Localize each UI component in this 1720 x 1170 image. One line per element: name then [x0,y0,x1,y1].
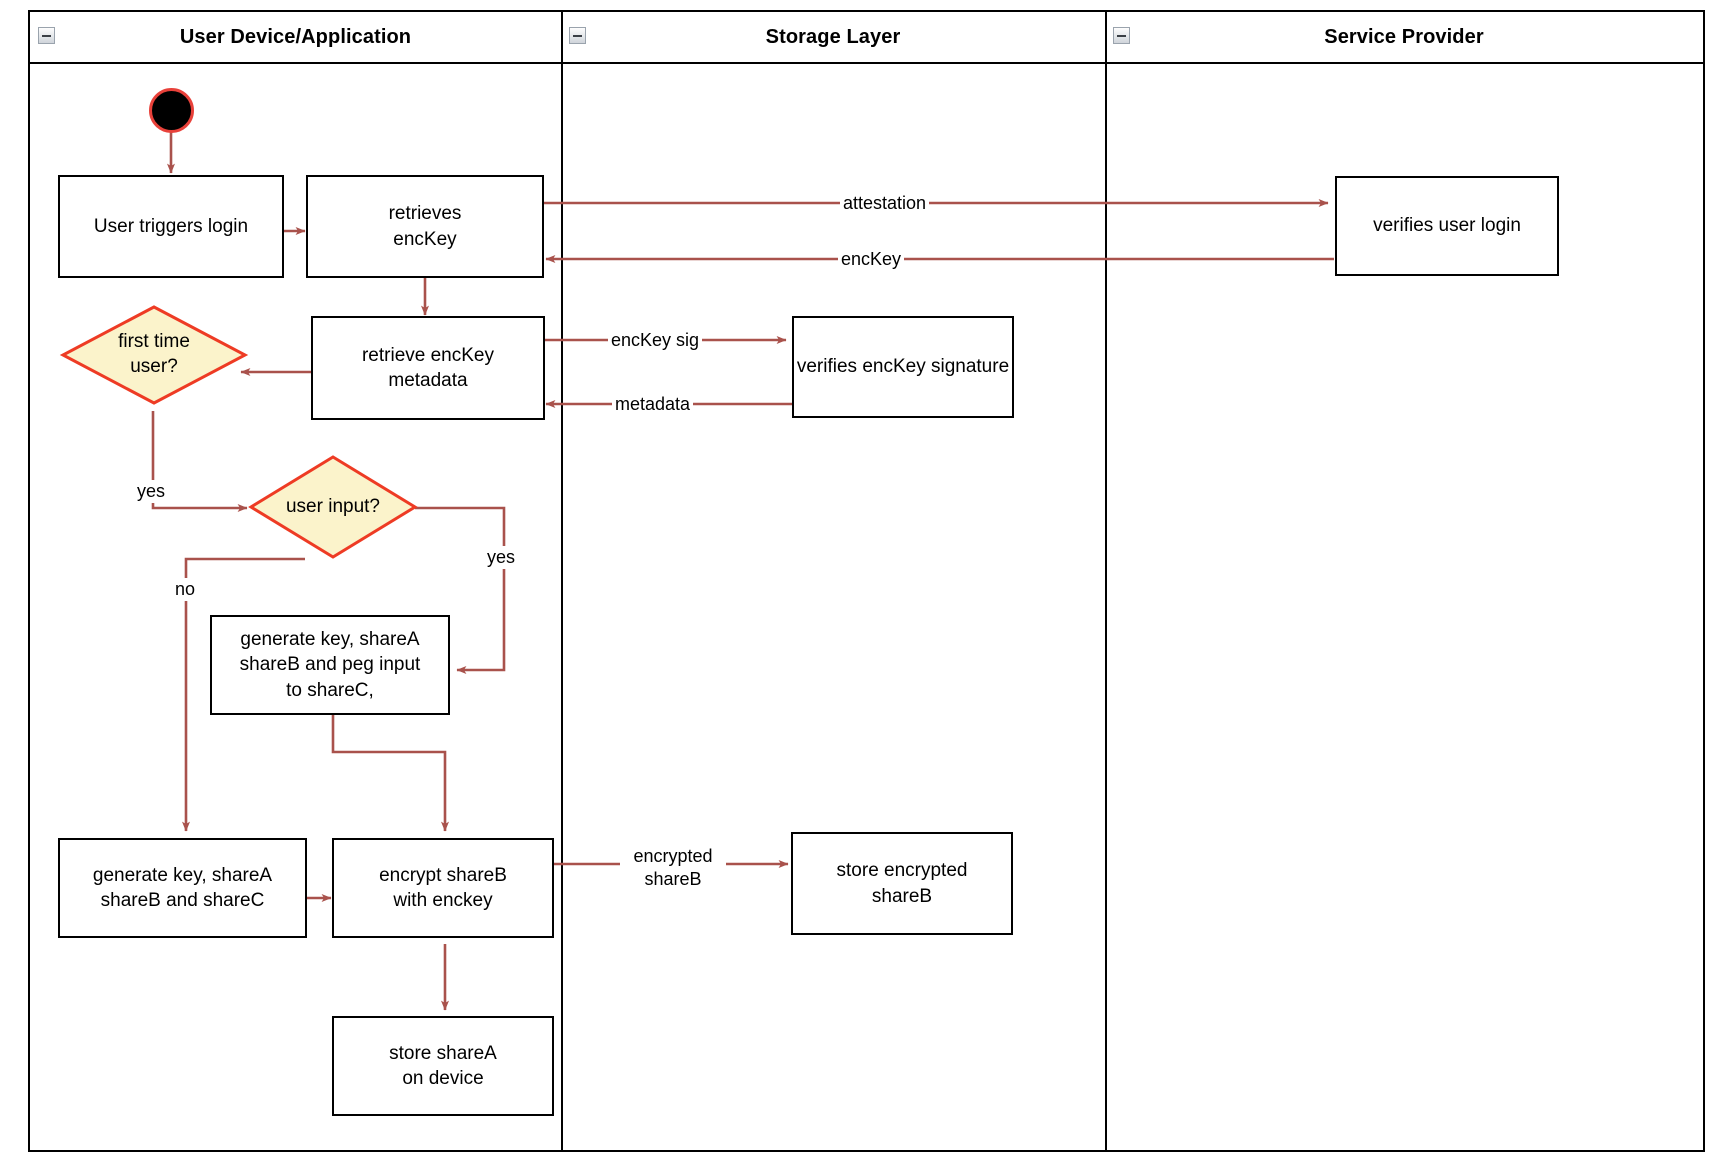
lane-divider-2 [1105,12,1107,1150]
lane-divider-1 [561,12,563,1150]
edge-label-enckey: encKey [838,248,905,271]
node-user-triggers-login[interactable]: User triggers login [58,175,284,278]
node-label: User triggers login [93,215,249,237]
node-verifies-enckey-signature[interactable]: verifies encKey signature [792,316,1014,418]
edge-label-yes-user-input: yes [484,546,519,569]
collapse-minus-icon-user-device[interactable] [38,27,55,44]
collapse-minus-icon-storage-layer[interactable] [569,27,586,44]
lane-title-user-device: User Device/Application [179,25,412,48]
lane-title-storage-layer: Storage Layer [765,25,901,48]
edge-label-enckey-sig: encKey sig [608,329,703,352]
lane-header-row [30,12,1703,64]
lane-title-service-provider: Service Provider [1324,25,1484,48]
node-label: verifies encKey signature [796,356,1010,378]
edge-label-no-user-input: no [172,578,199,601]
edge-label-attestation: attestation [840,192,930,215]
edge-label-metadata: metadata [612,393,694,416]
decision-user-input[interactable]: user input? [248,455,418,559]
initial-node[interactable] [149,88,194,133]
node-verifies-user-login[interactable]: verifies user login [1335,176,1559,276]
edge-label-yes-first-time: yes [134,480,169,503]
node-label: verifies user login [1373,215,1521,237]
collapse-minus-icon-service-provider[interactable] [1113,27,1130,44]
